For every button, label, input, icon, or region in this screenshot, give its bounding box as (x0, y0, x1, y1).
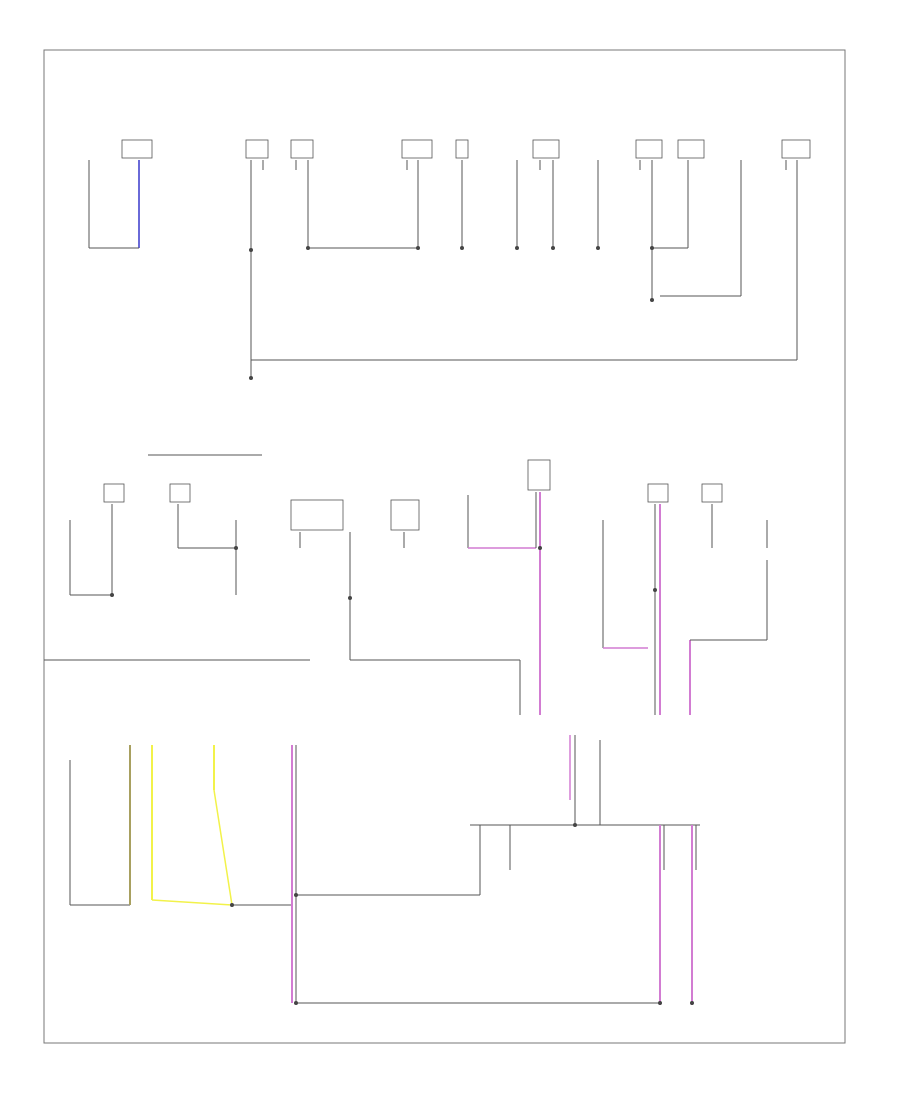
top-component-connectors (121, 139, 811, 159)
connector-m5 (527, 459, 551, 491)
connector-c2 (245, 139, 269, 159)
middle-section (69, 454, 768, 715)
connector-c5 (455, 139, 469, 159)
connector-m6 (647, 483, 669, 503)
bottom-section (44, 659, 700, 1005)
connector-c9 (781, 139, 811, 159)
connector-m7 (701, 483, 723, 503)
wire-yellow-4 (213, 789, 233, 906)
top-splices (249, 246, 654, 380)
connector-m4 (390, 499, 420, 531)
connector-c1 (121, 139, 153, 159)
wire-yellow-2 (151, 899, 233, 906)
top-section (88, 139, 811, 380)
connector-c3 (290, 139, 314, 159)
connector-m1 (103, 483, 125, 503)
bottom-wires (69, 735, 700, 1005)
middle-splices (110, 546, 657, 600)
connector-m2 (169, 483, 191, 503)
connector-c6 (532, 139, 560, 159)
top-wires (88, 160, 798, 378)
connector-c8 (677, 139, 705, 159)
middle-wires (69, 492, 768, 715)
connector-m3 (290, 499, 344, 531)
diagram-border (43, 49, 846, 1044)
bottom-splices (230, 823, 694, 1005)
connector-c4 (401, 139, 433, 159)
connector-c7 (635, 139, 663, 159)
